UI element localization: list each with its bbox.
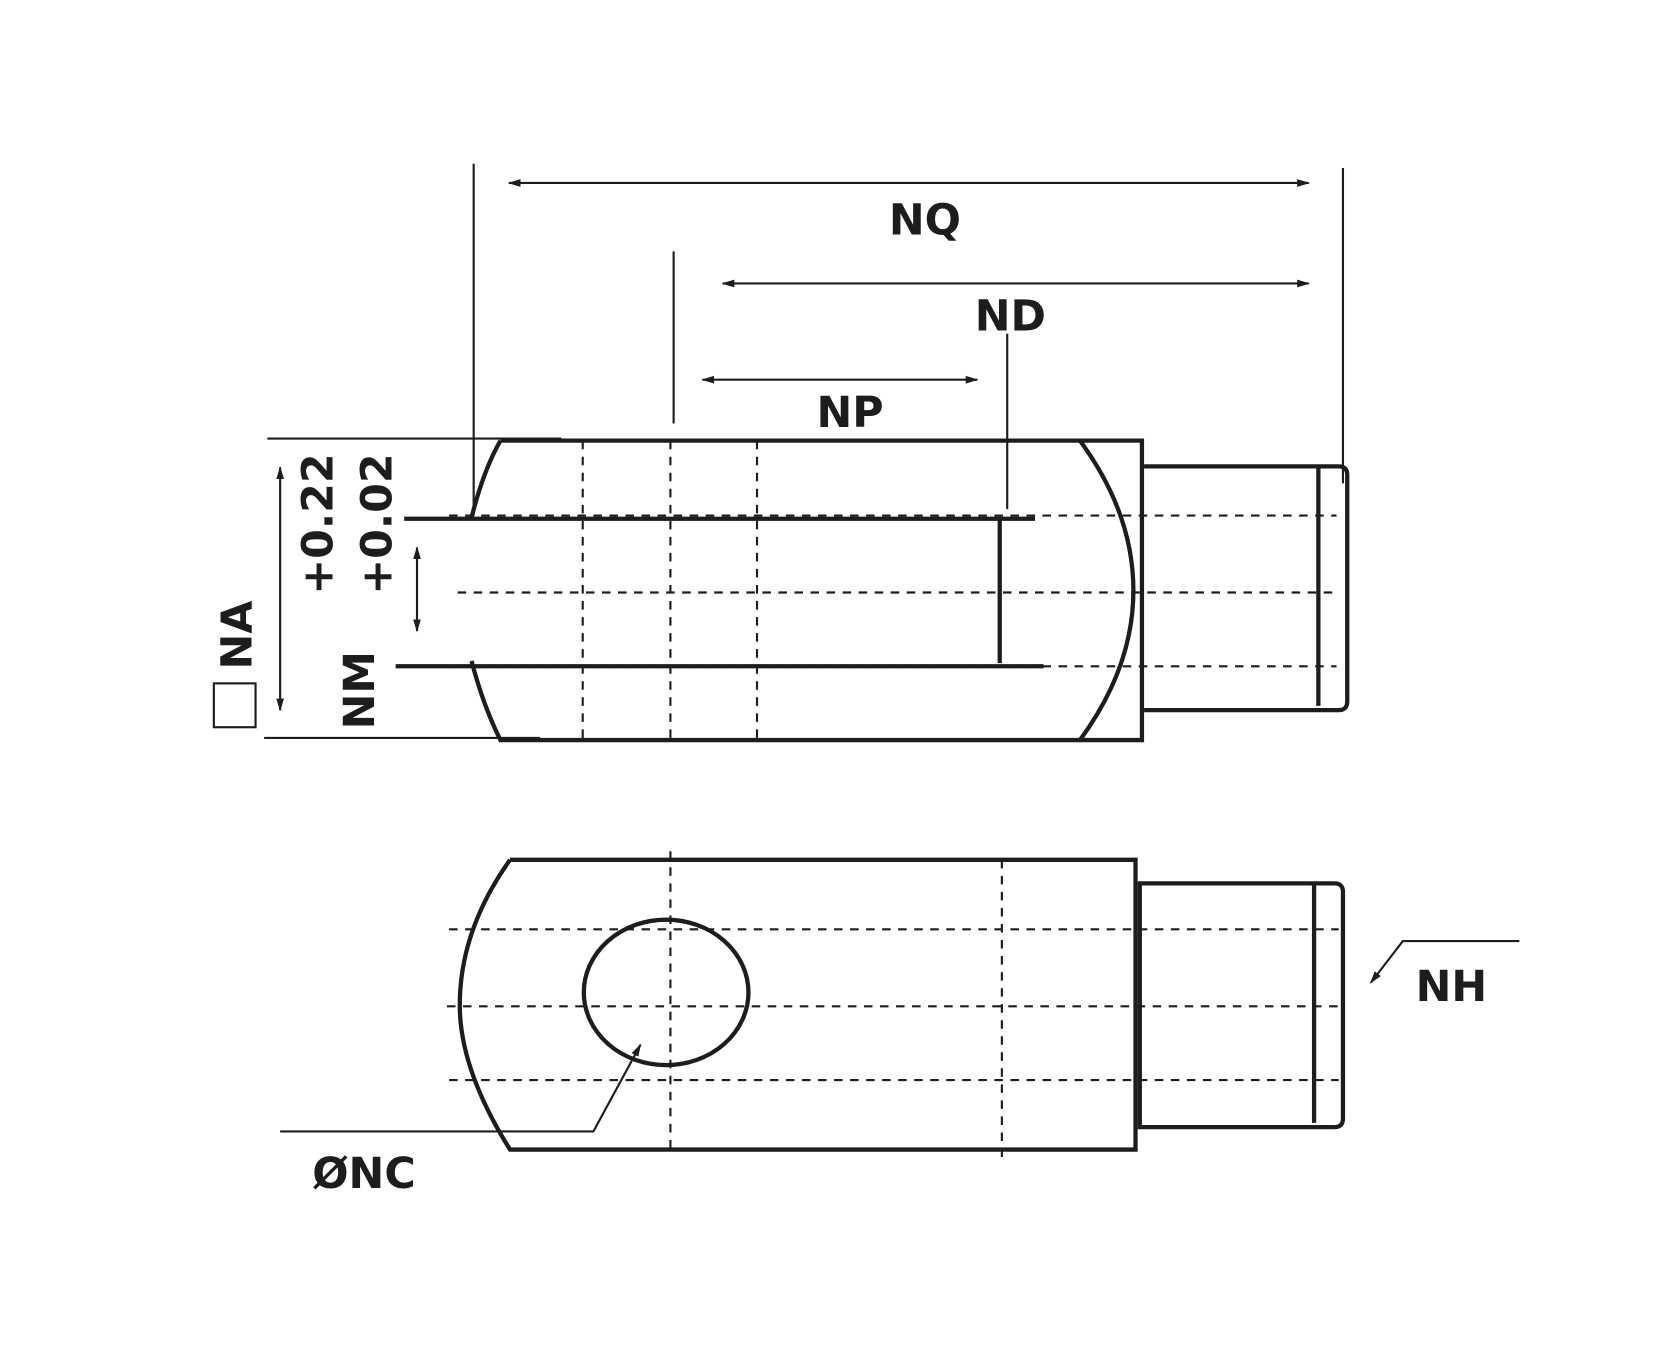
label-tolerance-upper: +0.22 — [294, 453, 344, 594]
label-na: NA — [212, 601, 262, 670]
label-nm: NM — [335, 651, 385, 729]
label-nh: NH — [1416, 962, 1488, 1012]
leader-nh — [1369, 939, 1520, 984]
extension-lines — [264, 163, 1345, 739]
leader-nc — [280, 1043, 642, 1133]
shank-side — [1137, 881, 1346, 1130]
label-np: NP — [816, 388, 883, 438]
center-lines-side — [446, 851, 1346, 1162]
label-nd: ND — [975, 292, 1046, 342]
clevis-body-side-outline — [457, 857, 1138, 1152]
square-symbol-icon — [212, 682, 257, 729]
shank-top — [1144, 464, 1350, 713]
clevis-body-top-outline — [469, 438, 1145, 743]
clevis-body-curved-end — [1078, 439, 1136, 742]
top-view: NQ ND NP NA NM +0.22 +0.02 — [212, 163, 1350, 743]
label-nq: NQ — [889, 195, 961, 245]
label-nc: ØNC — [312, 1149, 415, 1199]
center-lines-top — [449, 440, 1339, 741]
label-tolerance-lower: +0.02 — [352, 453, 402, 594]
side-view: ØNC NH — [280, 851, 1520, 1199]
pin-hole — [581, 917, 751, 1068]
